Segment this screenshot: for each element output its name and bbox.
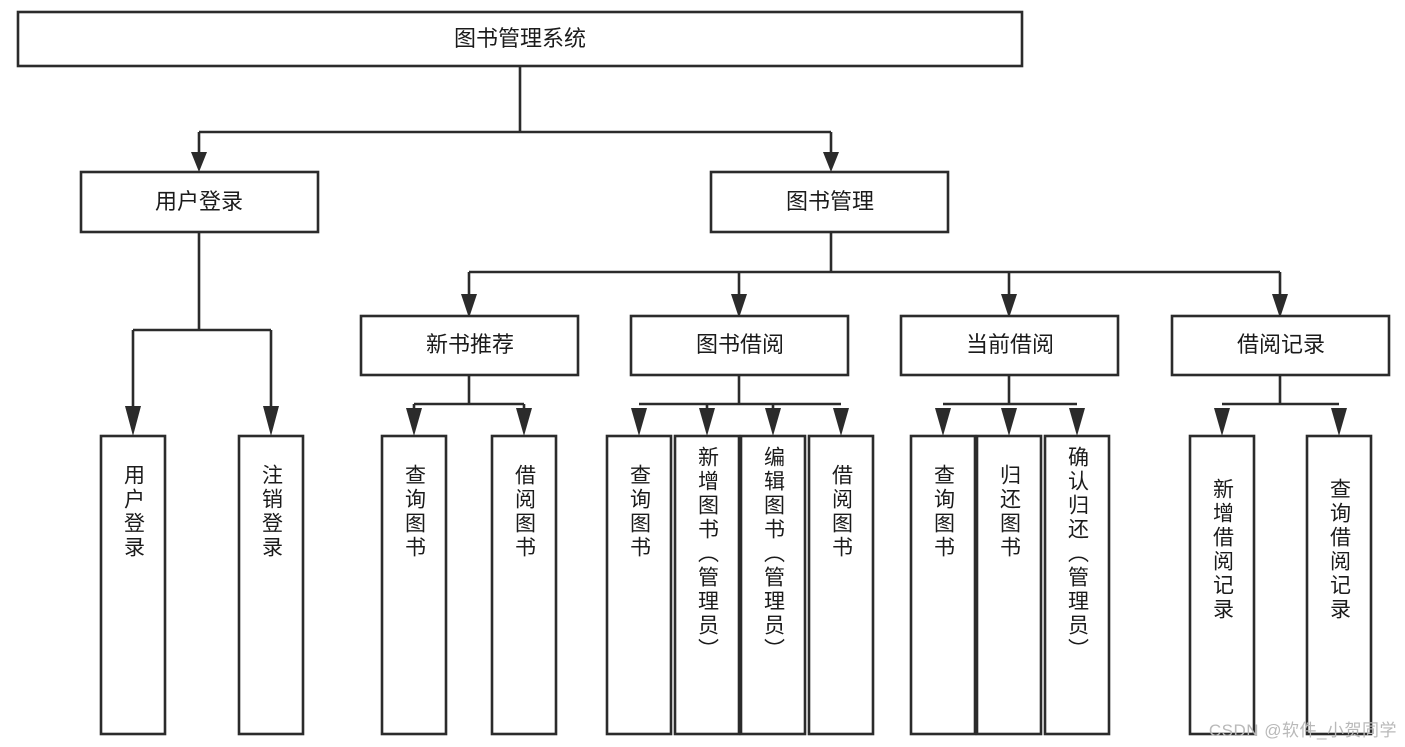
node-leaf-logout[interactable]: 注销登录 [237, 434, 305, 736]
node-root-label: 图书管理系统 [454, 26, 586, 51]
node-user-login-box[interactable] [79, 170, 320, 234]
node-leaf-query-book-1-label: 查询图书 [403, 464, 427, 560]
node-borrow-record-label: 借阅记录 [1237, 332, 1325, 357]
node-leaf-add-record[interactable]: 新增借阅记录 [1188, 434, 1256, 736]
arrowhead-leaf-query-book-1 [406, 408, 422, 436]
node-leaf-user-login-label: 用户登录 [122, 464, 146, 560]
node-leaf-edit-book[interactable]: 编辑图书（管理员） [739, 434, 807, 736]
node-leaf-logout-box[interactable] [237, 434, 305, 736]
node-current-borrow[interactable]: 当前借阅 [899, 314, 1120, 377]
node-book-borrow-box[interactable] [629, 314, 850, 377]
node-leaf-add-record-label: 新增借阅记录 [1211, 478, 1235, 622]
edge-group-current-borrow [935, 375, 1085, 436]
node-borrow-record[interactable]: 借阅记录 [1170, 314, 1391, 377]
node-leaf-query-book-1[interactable]: 查询图书 [380, 434, 448, 736]
arrowhead-leaf-logout [263, 406, 279, 436]
edge-group-borrow-record [1214, 375, 1347, 436]
node-user-login-label: 用户登录 [155, 189, 243, 214]
arrowhead-book-borrow [731, 294, 747, 318]
arrowhead-book-manage [823, 152, 839, 172]
arrowhead-leaf-confirm-return [1069, 408, 1085, 436]
node-book-manage[interactable]: 图书管理 [709, 170, 950, 234]
node-leaf-user-login[interactable]: 用户登录 [99, 434, 167, 736]
arrowhead-current-borrow [1001, 294, 1017, 318]
node-leaf-borrow-book-2[interactable]: 借阅图书 [807, 434, 875, 736]
node-leaf-query-book-3[interactable]: 查询图书 [909, 434, 977, 736]
node-leaf-add-book-box[interactable] [673, 434, 741, 736]
node-leaf-query-book-2-label: 查询图书 [628, 464, 652, 560]
node-leaf-borrow-book-2-box[interactable] [807, 434, 875, 736]
node-current-borrow-label: 当前借阅 [966, 332, 1054, 357]
arrowhead-leaf-return-book [1001, 408, 1017, 436]
arrowhead-borrow-record [1272, 294, 1288, 318]
node-user-login[interactable]: 用户登录 [79, 170, 320, 234]
watermark: CSDN @软件_小贺同学 [1208, 721, 1397, 740]
node-leaf-borrow-book-1-label: 借阅图书 [513, 464, 537, 560]
node-leaf-logout-label: 注销登录 [260, 464, 284, 560]
node-leaf-query-book-2[interactable]: 查询图书 [605, 434, 673, 736]
arrowhead-leaf-borrow-book-1 [516, 408, 532, 436]
node-borrow-record-box[interactable] [1170, 314, 1391, 377]
arrowhead-leaf-user-login [125, 406, 141, 436]
node-book-manage-box[interactable] [709, 170, 950, 234]
node-leaf-confirm-return-label: 确认归还（管理员） [1066, 446, 1090, 662]
node-leaf-query-record[interactable]: 查询借阅记录 [1305, 434, 1373, 736]
edge-group-user-login [125, 232, 279, 436]
node-leaf-query-record-label: 查询借阅记录 [1328, 478, 1352, 622]
node-root[interactable]: 图书管理系统 [16, 10, 1024, 68]
node-leaf-add-book[interactable]: 新增图书（管理员） [673, 434, 741, 736]
edge-group-root [191, 66, 839, 172]
edge-group-book-borrow [631, 375, 849, 436]
node-leaf-borrow-book-1[interactable]: 借阅图书 [490, 434, 558, 736]
node-leaf-add-book-label: 新增图书（管理员） [696, 446, 720, 662]
node-leaf-edit-book-box[interactable] [739, 434, 807, 736]
node-book-borrow[interactable]: 图书借阅 [629, 314, 850, 377]
edge-group-book-manage [461, 232, 1288, 318]
node-leaf-borrow-book-1-box[interactable] [490, 434, 558, 736]
node-book-borrow-label: 图书借阅 [696, 332, 784, 357]
node-leaf-query-record-box[interactable] [1305, 434, 1373, 736]
node-current-borrow-box[interactable] [899, 314, 1120, 377]
node-leaf-user-login-box[interactable] [99, 434, 167, 736]
node-root-box[interactable] [16, 10, 1024, 68]
arrowhead-new-book-recommend [461, 294, 477, 318]
arrowhead-leaf-query-record [1331, 408, 1347, 436]
node-leaf-borrow-book-2-label: 借阅图书 [830, 464, 854, 560]
node-leaf-confirm-return-box[interactable] [1043, 434, 1111, 736]
node-new-book-recommend-box[interactable] [359, 314, 580, 377]
arrowhead-user-login [191, 152, 207, 172]
node-leaf-return-book[interactable]: 归还图书 [975, 434, 1043, 736]
node-leaf-return-book-label: 归还图书 [998, 464, 1022, 560]
node-leaf-confirm-return[interactable]: 确认归还（管理员） [1043, 434, 1111, 736]
arrowhead-leaf-query-book-3 [935, 408, 951, 436]
node-new-book-recommend-label: 新书推荐 [426, 332, 514, 357]
node-leaf-query-book-2-box[interactable] [605, 434, 673, 736]
node-book-manage-label: 图书管理 [786, 189, 874, 214]
arrowhead-leaf-add-record [1214, 408, 1230, 436]
node-leaf-query-book-1-box[interactable] [380, 434, 448, 736]
arrowhead-leaf-add-book [699, 408, 715, 436]
node-leaf-edit-book-label: 编辑图书（管理员） [762, 446, 786, 662]
edge-group-new-book-recommend [406, 375, 532, 436]
arrowhead-leaf-edit-book [765, 408, 781, 436]
arrowhead-leaf-query-book-2 [631, 408, 647, 436]
node-leaf-query-book-3-label: 查询图书 [932, 464, 956, 560]
node-leaf-query-book-3-box[interactable] [909, 434, 977, 736]
node-new-book-recommend[interactable]: 新书推荐 [359, 314, 580, 377]
node-leaf-return-book-box[interactable] [975, 434, 1043, 736]
node-leaf-add-record-box[interactable] [1188, 434, 1256, 736]
arrowhead-leaf-borrow-book-2 [833, 408, 849, 436]
